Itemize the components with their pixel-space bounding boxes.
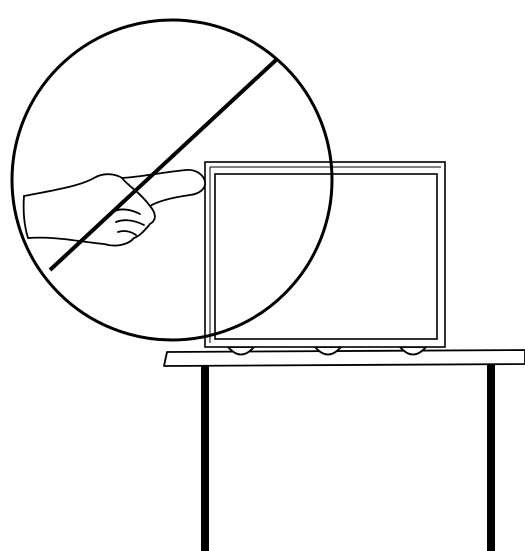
hand-finger-crease-2 — [115, 219, 145, 226]
device-outer-frame — [204, 161, 446, 348]
hand-finger-crease-3 — [117, 230, 137, 236]
table-leg-right — [487, 364, 495, 551]
device-inner-frame — [214, 173, 438, 340]
table — [163, 349, 525, 551]
table-top — [163, 349, 525, 367]
prohibition-circle — [10, 18, 334, 342]
hand-sleeve-line — [22, 195, 29, 239]
device-box — [204, 161, 446, 348]
prohibition-slash — [48, 58, 278, 272]
table-leg-left — [201, 366, 209, 551]
prohibition-icon — [10, 18, 334, 342]
